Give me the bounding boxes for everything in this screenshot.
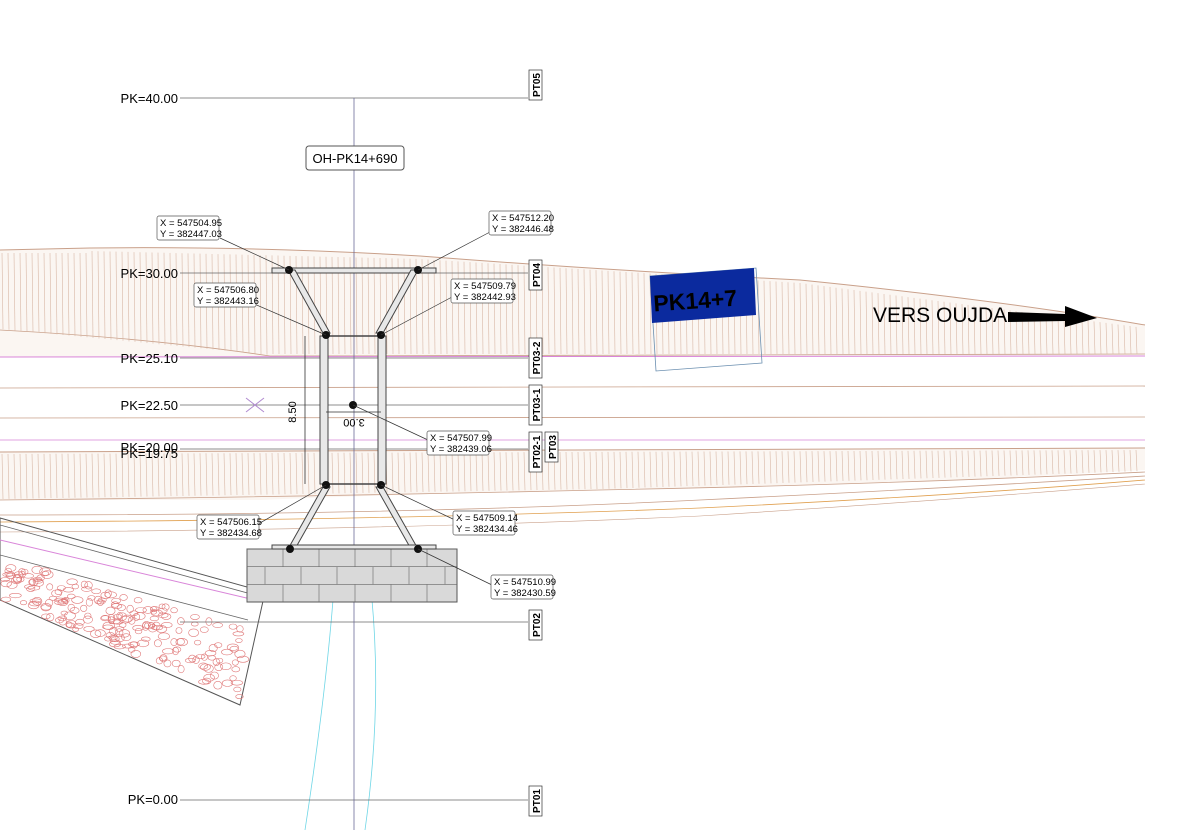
pk-label-25-10: PK=25.10 [121, 351, 178, 366]
pk-label-40: PK=40.00 [121, 91, 178, 106]
svg-text:X = 547509.79: X = 547509.79 [454, 281, 516, 292]
svg-text:Y = 382443.16: Y = 382443.16 [197, 296, 259, 307]
left-slope-line-2 [0, 524, 263, 598]
leader-lines [219, 231, 493, 586]
svg-text:PT03: PT03 [548, 435, 559, 459]
coord-box-5: X = 547507.99 Y = 382439.06 [426, 430, 492, 456]
svg-text:PT04: PT04 [532, 263, 543, 287]
svg-text:X = 547512.20: X = 547512.20 [492, 213, 554, 224]
coord-box-6: X = 547506.15 Y = 382434.68 [196, 514, 262, 540]
svg-text:X = 547509.14: X = 547509.14 [456, 513, 518, 524]
svg-text:Y = 382434.46: Y = 382434.46 [456, 524, 518, 535]
pk-label-19-75: PK=19.75 [121, 446, 178, 461]
svg-text:X = 547510.99: X = 547510.99 [494, 577, 556, 588]
svg-text:PT03-2: PT03-2 [532, 341, 543, 374]
pt-label-pt03: PT03 [544, 431, 559, 463]
svg-text:X = 547506.15: X = 547506.15 [200, 517, 262, 528]
pt-label-pt01: PT01 [528, 785, 543, 817]
left-slope-pink [0, 539, 256, 601]
title-box [305, 145, 405, 171]
svg-text:Y = 382430.59: Y = 382430.59 [494, 588, 556, 599]
pk-label-22-50: PK=22.50 [121, 398, 178, 413]
svg-text:X = 547507.99: X = 547507.99 [430, 433, 492, 444]
svg-text:Y = 382446.48: Y = 382446.48 [492, 224, 554, 235]
pt-label-pt04: PT04 [528, 259, 543, 291]
pt-label-pt02-1: PT02-1 [528, 431, 543, 473]
left-slope [0, 517, 266, 706]
pt-label-pt02: PT02 [528, 609, 543, 641]
stream-line-1 [304, 599, 334, 831]
svg-text:PT05: PT05 [532, 73, 543, 97]
pt-label-pt03-2: PT03-2 [528, 337, 543, 379]
road-line-2 [0, 416, 1146, 419]
svg-text:Y = 382447.03: Y = 382447.03 [160, 229, 222, 240]
embankment-lower-toe [0, 471, 1146, 501]
road-line-3 [0, 475, 1146, 516]
svg-text:Y = 382439.06: Y = 382439.06 [430, 444, 492, 455]
culvert-structure [271, 267, 437, 550]
pt-label-pt03-1: PT03-1 [528, 384, 543, 426]
svg-text:PT03-1: PT03-1 [532, 388, 543, 421]
stream-line-2 [364, 599, 377, 831]
coord-box-7: X = 547509.14 Y = 382434.46 [452, 510, 518, 536]
svg-text:PT02: PT02 [532, 613, 543, 637]
direction-label: VERS OUJDA [873, 304, 1007, 327]
pk-label-30: PK=30.00 [121, 266, 178, 281]
pt-label-pt05: PT05 [528, 69, 543, 101]
coord-box-3: X = 547506.80 Y = 382443.16 [193, 282, 259, 308]
svg-text:Y = 382434.68: Y = 382434.68 [200, 528, 262, 539]
gabion-base [246, 548, 458, 603]
rock-hatching [0, 564, 250, 699]
coord-box-1: X = 547504.95 Y = 382447.03 [156, 215, 222, 241]
title-label: OH-PK14+690 [313, 151, 398, 166]
svg-text:PT02-1: PT02-1 [532, 435, 543, 468]
svg-text:X = 547504.95: X = 547504.95 [160, 218, 222, 229]
svg-text:Y = 382442.93: Y = 382442.93 [454, 292, 516, 303]
svg-text:X = 547506.80: X = 547506.80 [197, 285, 259, 296]
pk-sign-label: PK14+7 [652, 285, 737, 317]
direction-arrow-icon [1008, 306, 1097, 327]
embankment-upper-edge [0, 247, 1146, 326]
coord-box-8: X = 547510.99 Y = 382430.59 [490, 574, 556, 600]
embankment-lower-edge [0, 447, 1146, 453]
coord-box-2: X = 547512.20 Y = 382446.48 [488, 210, 554, 236]
road-line-1 [0, 385, 1146, 389]
pk-label-0: PK=0.00 [128, 792, 178, 807]
dim-height-label: 8.50 [287, 401, 299, 422]
pk-sign [650, 268, 756, 323]
x-marker [245, 397, 265, 413]
dim-width-label: 3.00 [343, 416, 364, 428]
pk-label-20: PK=20.00 [121, 440, 178, 455]
left-slope-line-3 [0, 554, 249, 621]
road-line-pink-1 [0, 355, 1146, 358]
svg-text:PT01: PT01 [532, 789, 543, 813]
coord-box-4: X = 547509.79 Y = 382442.93 [450, 278, 516, 304]
embankment-upper-toe [0, 329, 1146, 357]
